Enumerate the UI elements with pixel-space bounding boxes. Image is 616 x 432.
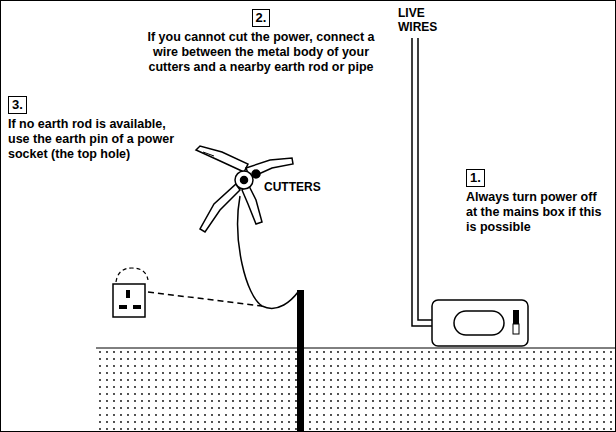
earth-rod [297,290,304,432]
live-wires [412,38,432,326]
callout-note: 1. Always turn power off at the mains box… [466,168,610,235]
callout-box: 2. [252,9,271,27]
callout-number: 3. [8,95,190,114]
socket-lead [148,292,262,306]
callout-note: 3. If no earth rod is available, use the … [8,95,190,162]
note-text: If no earth rod is available, use the ea… [8,117,190,162]
callout-note: 2. If you cannot cut the power, connect a… [136,8,386,75]
callout-number: 1. [466,168,610,187]
ground [96,348,616,432]
power-socket [113,268,148,317]
callout-box: 3. [8,96,27,114]
note-text: Always turn power off at the mains box i… [466,190,610,235]
earth-wire [238,196,298,308]
wire-label: LIVE WIRES [398,6,444,34]
part-name: CUTTERS [264,180,344,194]
callout-number: 2. [136,8,386,27]
mains-box [432,300,528,346]
callout-box: 1. [466,169,485,187]
note-text: If you cannot cut the power, connect a w… [136,30,386,75]
